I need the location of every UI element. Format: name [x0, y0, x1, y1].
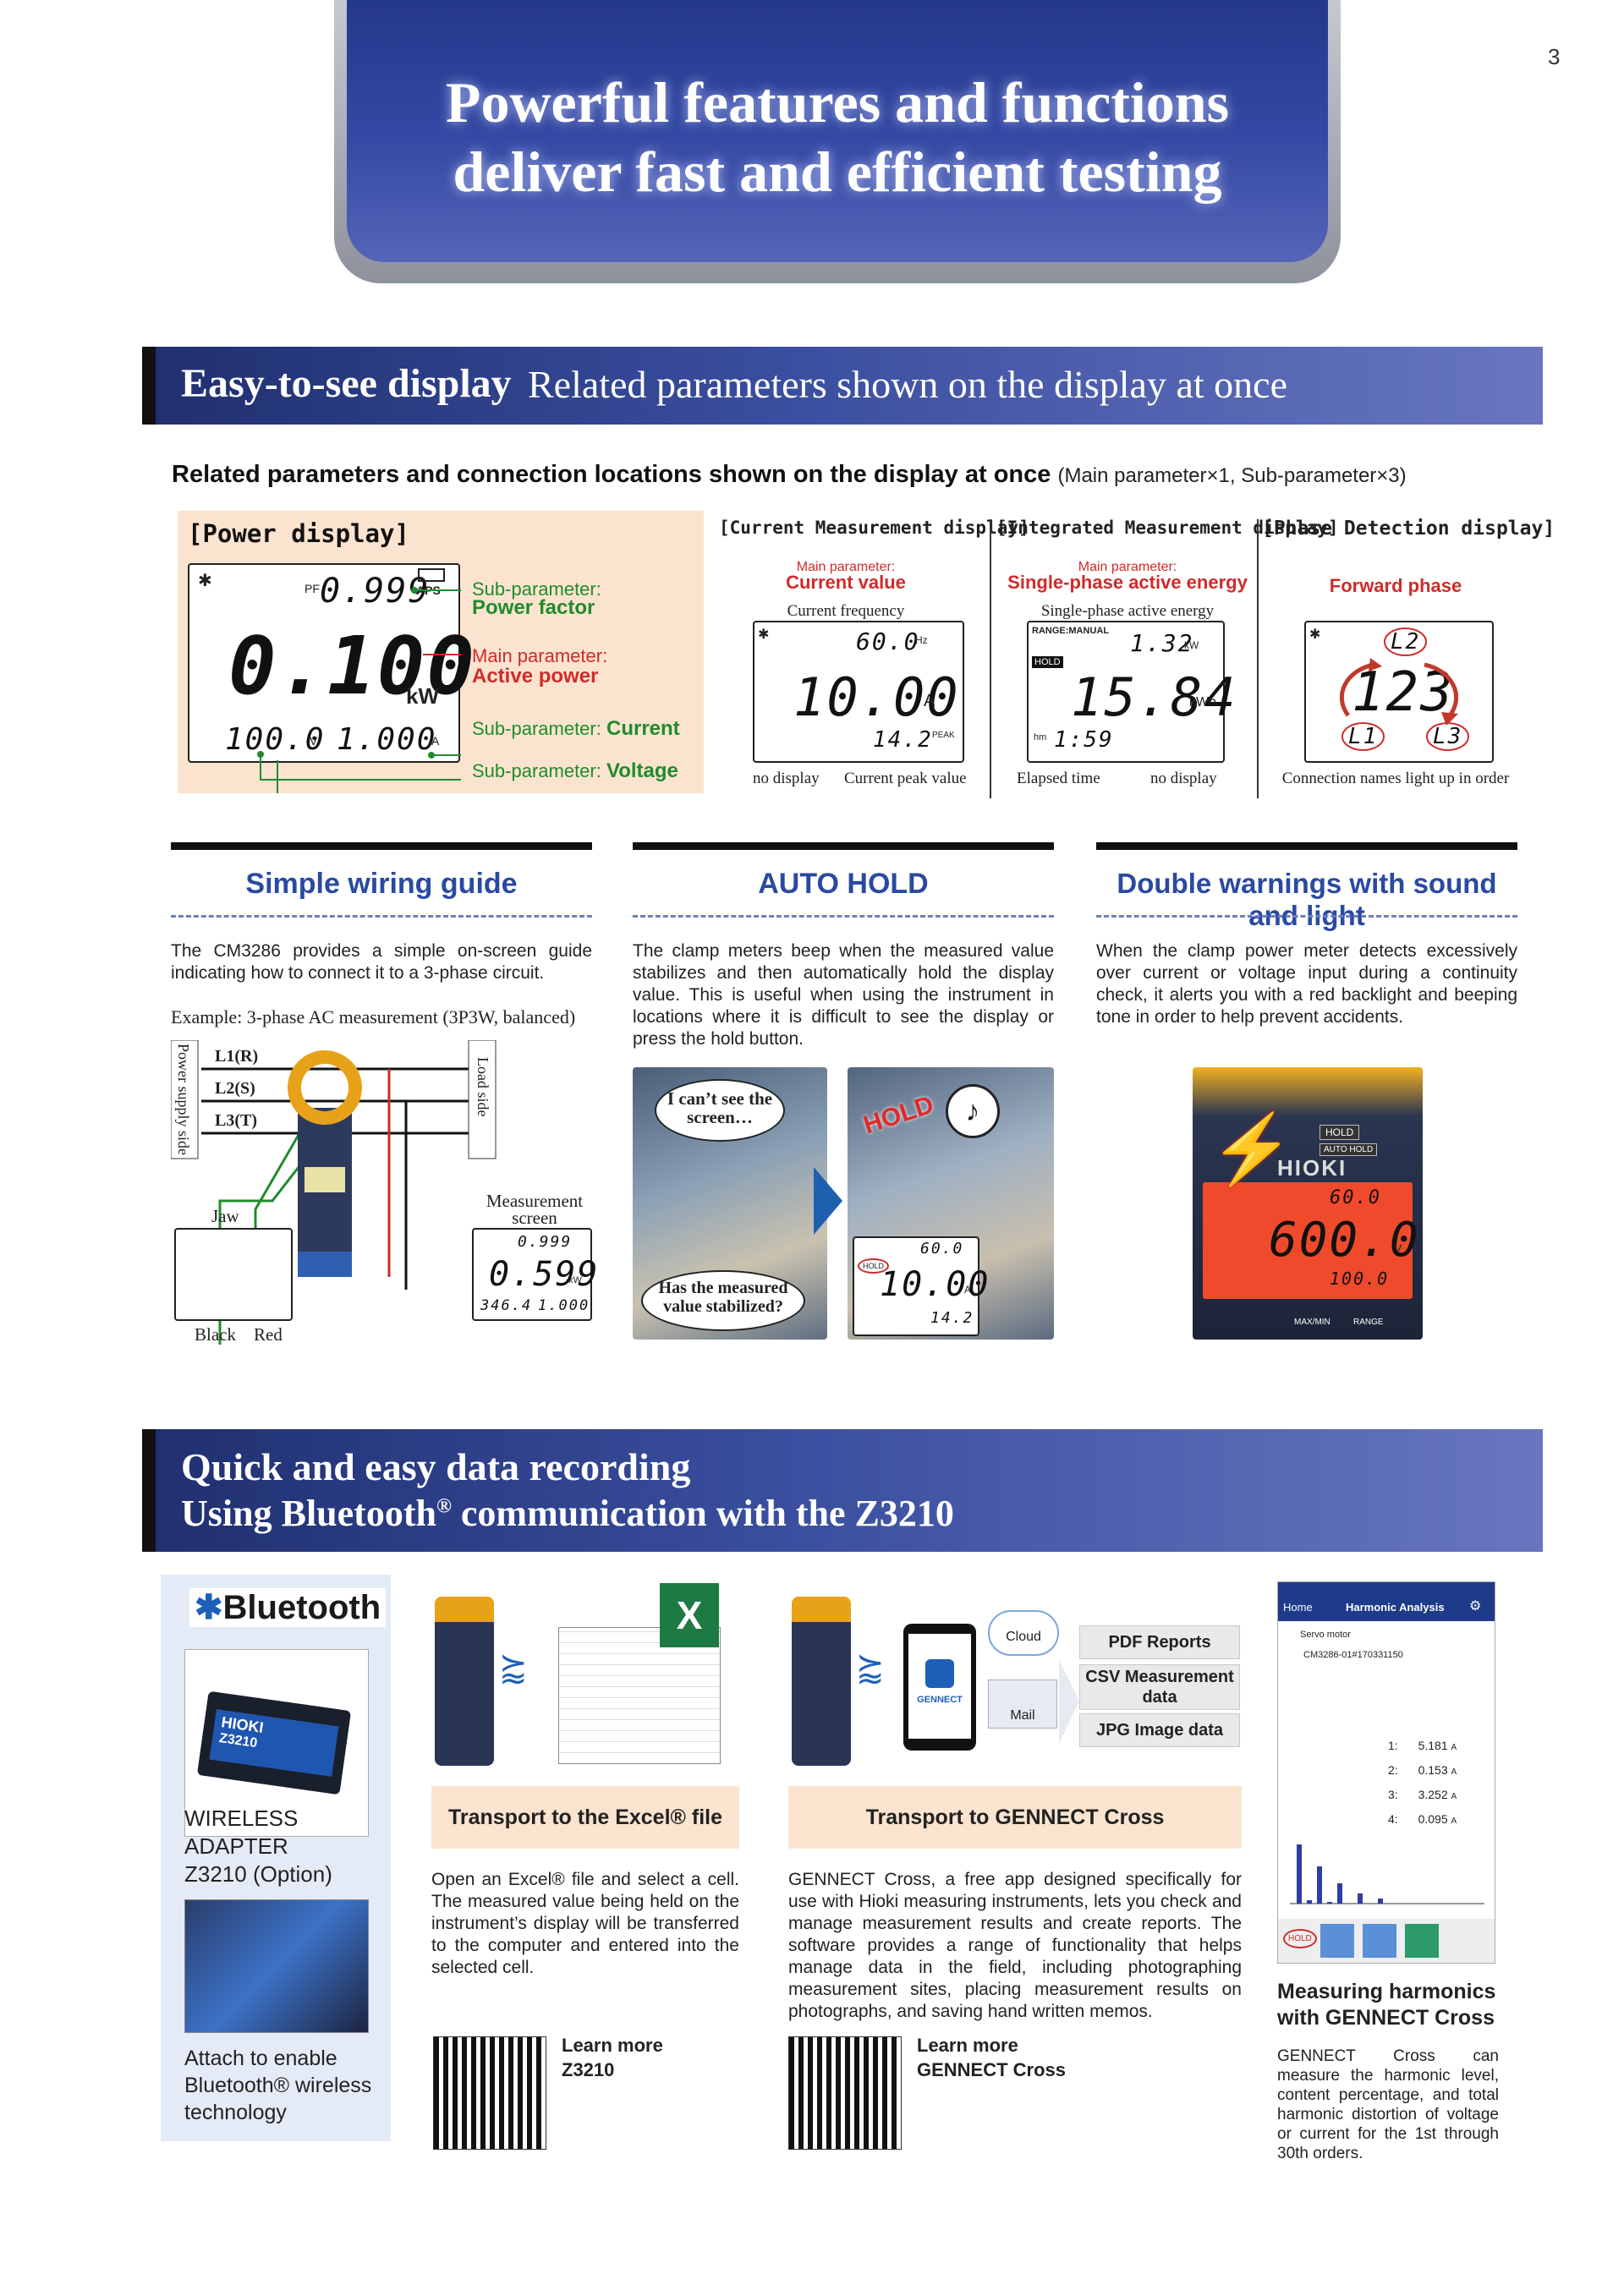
section-bar-recording: Quick and easy data recording Using Blue…	[142, 1429, 1543, 1552]
display-heading: Related parameters and connection locati…	[172, 461, 1407, 488]
column-rule	[1096, 842, 1517, 850]
battery-icon	[418, 568, 445, 582]
callout-active-power: Main parameter: Active power	[472, 645, 608, 688]
excel-text: Open an Excel® file and select a cell. T…	[431, 1870, 739, 1977]
section-subtitle: Using Bluetooth® communication with the …	[181, 1493, 954, 1534]
technician-photo-1: I can’t see the screen… Has the measured…	[633, 1067, 827, 1340]
harmonics-bar-chart	[1290, 1844, 1484, 1904]
current-lcd: ✱ 60.0 Hz 10.00 A 14.2 PEAK	[753, 621, 964, 763]
wiring-title: Simple wiring guide	[245, 868, 518, 900]
integrated-lcd: RANGE:MANUAL 1.32 kW HOLD 15.84 kWh hm 1…	[1027, 621, 1236, 763]
callout-current: Sub-parameter: Current	[472, 717, 680, 740]
excel-illustration: ⪸ X	[431, 1580, 739, 1771]
arrow-right-icon	[1059, 1659, 1079, 1744]
wireless-signal-icon: ⪸	[856, 1648, 885, 1685]
autohold-lcd: 60.0 HOLD 10.00 A 14.2	[853, 1236, 988, 1336]
learn-more-z3210[interactable]: Learn more Z3210	[562, 2035, 663, 2080]
clamp-meter-photo: HOLD AUTO HOLD HIOKI 60.0 600.0 V 100.0 …	[1193, 1067, 1423, 1340]
column-rule	[633, 842, 1054, 850]
divider	[1257, 519, 1259, 798]
harmonic-values: 1: 5.181 A 2: 0.153 A 3: 3.252 A 4: 0.09…	[1388, 1739, 1457, 1826]
bluetooth-icon: ✱	[758, 627, 770, 642]
wiring-lcd: 0.999 0.599 kW 346.4 1.000	[472, 1228, 597, 1321]
main-reading: 0.100	[228, 621, 476, 713]
section-subtitle: Related parameters shown on the display …	[528, 363, 1287, 406]
bluetooth-panel: ✱Bluetooth HIOKI Z3210 WIRELESS ADAPTER …	[161, 1575, 391, 2141]
adapter-photo: HIOKI Z3210	[184, 1649, 369, 1837]
page-number: 3	[1548, 44, 1561, 69]
bluetooth-icon: ✱	[1309, 627, 1321, 642]
section-bar-display: Easy-to-see display Related parameters s…	[142, 347, 1543, 425]
app-toolbar: HOLD	[1278, 1919, 1495, 1963]
harmonics-text: GENNECT Cross can measure the harmonic l…	[1277, 2047, 1499, 2162]
phone-icon: GENNECT	[903, 1624, 976, 1751]
lightning-icon: ⚡	[1210, 1111, 1294, 1186]
power-display-panel: [Power display] ✱ PF 0.999 APS 0.100 kW …	[178, 511, 704, 793]
cloud-icon: Cloud	[988, 1610, 1059, 1656]
voltage-reading: 100.0	[225, 722, 326, 757]
wiring-diagram: Power supply side Load side L1(R) L2(S) …	[171, 1040, 597, 1345]
warnings-text: When the clamp power meter detects exces…	[1096, 941, 1517, 1027]
power-lcd: ✱ PF 0.999 APS 0.100 kW 100.0 V 1.000 A	[188, 563, 475, 763]
integrated-display-panel: [Integrated Measurement display] Main pa…	[996, 518, 1339, 787]
bluetooth-icon: ✱	[198, 572, 212, 590]
autohold-title: AUTO HOLD	[758, 868, 929, 900]
red-backlight-lcd: 60.0 600.0 V 100.0	[1203, 1182, 1418, 1299]
gennect-text: GENNECT Cross, a free app designed speci…	[788, 1870, 1242, 2021]
callout-power-factor: Sub-parameter: Power factor	[472, 578, 601, 619]
learn-more-gennect[interactable]: Learn more GENNECT Cross	[917, 2035, 1067, 2080]
mail-icon: Mail	[988, 1680, 1057, 1729]
attach-photo	[184, 1899, 369, 2033]
wiring-text: The CM3286 provides a simple on-screen g…	[171, 941, 592, 983]
bluetooth-icon: ✱	[195, 1589, 223, 1626]
app-header: Home Harmonic Analysis ⚙	[1278, 1582, 1495, 1621]
phase-display-panel: [Phase Detection display] Forward phase …	[1262, 518, 1555, 787]
gennect-illustration: ⪸ GENNECT Cloud Mail PDF Reports CSV Mea…	[788, 1580, 1245, 1771]
callout-voltage: Sub-parameter: Voltage	[472, 759, 678, 782]
excel-banner: Transport to the Excel® file	[431, 1786, 739, 1849]
excel-icon: X	[660, 1583, 719, 1647]
callout-lines	[257, 587, 461, 793]
warnings-title: Double warnings with sound and light	[1116, 868, 1497, 931]
power-display-label: [Power display]	[188, 519, 409, 548]
column-rule	[171, 842, 592, 850]
section-title: Quick and easy data recording	[181, 1445, 691, 1488]
wiring-example: Example: 3-phase AC measurement (3P3W, b…	[171, 1006, 576, 1027]
clamp-meter-icon	[792, 1597, 851, 1766]
rotation-arrows-icon	[1339, 658, 1459, 726]
attach-caption: Attach to enable Bluetooth® wireless tec…	[184, 2047, 372, 2124]
qr-code-gennect[interactable]	[788, 2036, 902, 2150]
pf-value: 0.999	[320, 572, 431, 611]
phase-lcd: ✱ L2 123 L1 L3	[1304, 621, 1494, 763]
music-note-icon: ♪	[946, 1084, 1000, 1138]
spreadsheet-thumbnail	[558, 1627, 721, 1764]
section-title: Easy-to-see display	[181, 361, 512, 406]
wireless-signal-icon: ⪸	[499, 1648, 528, 1685]
adapter-caption: WIRELESS ADAPTER Z3210 (Option)	[184, 1806, 332, 1887]
autohold-text: The clamp meters beep when the measured …	[633, 941, 1054, 1049]
arrow-right-icon	[814, 1167, 842, 1235]
gear-icon: ⚙	[1469, 1599, 1482, 1614]
divider	[990, 519, 991, 798]
harmonics-app-screenshot: Home Harmonic Analysis ⚙ Servo motor CM3…	[1277, 1581, 1495, 1964]
current-reading: 1.000	[337, 722, 437, 757]
technician-photo-2: HOLD ♪ 60.0 HOLD 10.00 A 14.2	[848, 1067, 1054, 1340]
qr-code-z3210[interactable]	[433, 2036, 546, 2150]
hero-banner	[347, 0, 1328, 262]
harmonics-title: Measuring harmonics with GENNECT Cross	[1277, 1980, 1496, 2030]
clamp-meter-icon	[435, 1597, 494, 1766]
hero-title: Powerful features and functions deliver …	[445, 70, 1230, 204]
gennect-banner: Transport to GENNECT Cross	[788, 1786, 1242, 1849]
current-display-panel: [Current Measurement display] Main param…	[719, 518, 1029, 787]
bluetooth-logo: ✱Bluetooth	[189, 1588, 387, 1627]
